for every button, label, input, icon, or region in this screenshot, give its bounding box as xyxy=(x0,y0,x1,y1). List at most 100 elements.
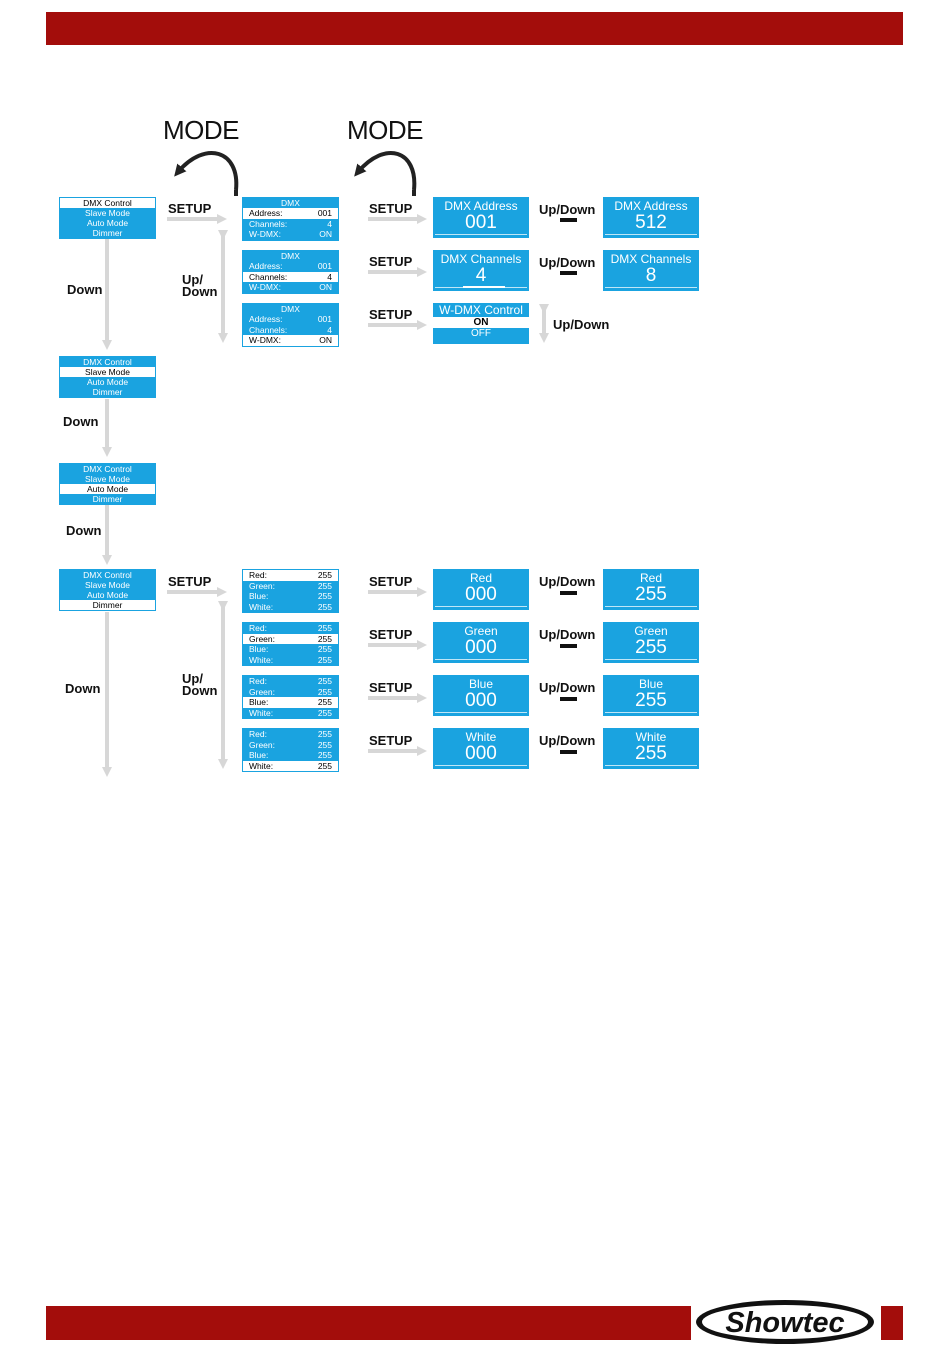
setup-label: SETUP xyxy=(369,627,413,642)
panel-row: Red:255 xyxy=(249,676,332,686)
panel-header: DMX xyxy=(281,198,300,208)
panel-header: DMX xyxy=(281,251,300,261)
menu-item: Dimmer xyxy=(92,387,123,397)
panel-row: Red:255 xyxy=(249,623,332,633)
header-bar xyxy=(46,12,903,45)
panel-row: W-DMX:ON xyxy=(243,335,338,346)
menu-item: Auto Mode xyxy=(86,218,129,228)
up-text: Up/ xyxy=(182,272,203,287)
panel-row: Green:255 xyxy=(249,686,332,697)
setup-label: SETUP xyxy=(369,680,413,695)
panel-row: W-DMX:ON xyxy=(249,282,332,292)
box-title: W-DMX Control xyxy=(439,303,523,317)
panel-row: Address:001 xyxy=(249,261,332,271)
panel-row: Green:255 xyxy=(249,580,332,591)
panel-row: Blue:255 xyxy=(249,591,332,601)
panel-row: White:255 xyxy=(249,654,332,665)
updown-label: Up/Down xyxy=(539,627,596,642)
main-menu-auto-mode: DMX Control Slave Mode Auto Mode Dimmer xyxy=(59,463,156,505)
panel-row: White:255 xyxy=(249,601,332,612)
panel-row: Address:001 xyxy=(249,314,332,324)
wdmx-option-on: ON xyxy=(433,317,529,328)
panel-header: DMX xyxy=(281,304,300,314)
updown-label: Up/Down xyxy=(539,680,596,695)
mode-title-2: MODE xyxy=(347,115,424,145)
main-menu-dimmer: DMX Control Slave Mode Auto Mode Dimmer xyxy=(59,569,156,611)
box-value: 255 xyxy=(635,743,667,764)
panel-row: Address:001 xyxy=(243,208,338,219)
box-title: Green xyxy=(634,624,668,638)
panel-row: Red:255 xyxy=(249,729,332,739)
box-title: Blue xyxy=(468,677,494,691)
panel-row: Green:255 xyxy=(249,739,332,750)
box-value: 000 xyxy=(465,637,497,658)
box-title: White xyxy=(465,730,497,744)
box-value: 000 xyxy=(465,584,497,605)
panel-row: Channels:4 xyxy=(249,218,332,229)
panel-row: White:255 xyxy=(243,760,338,771)
dimmer-panel-red: Red:255 Green:255 Blue:255 White:255 xyxy=(242,569,339,613)
logo-text: Showtec xyxy=(725,1307,844,1339)
panel-row: Green:255 xyxy=(243,633,338,644)
setup-label: SETUP xyxy=(369,733,413,748)
panel-row: Red:255 xyxy=(243,570,338,581)
updown-label: Up/Down xyxy=(539,255,596,270)
dmx-panel-channels: DMX Address:001 Channels:4 W-DMX:ON xyxy=(242,250,339,294)
down-label: Down xyxy=(63,414,99,429)
red-to: Red 255 xyxy=(603,569,699,610)
dmx-address-from: DMX Address 001 xyxy=(433,197,529,238)
updown-label-split: Up/ Down xyxy=(182,671,217,697)
white-from: White 000 xyxy=(433,728,529,769)
menu-item: Auto Mode xyxy=(86,377,129,387)
down-label: Down xyxy=(65,681,101,696)
mode-title-1: MODE xyxy=(163,115,240,145)
green-to: Green 255 xyxy=(603,622,699,663)
dmx-channels-from: DMX Channels 4 xyxy=(433,250,529,291)
menu-item: DMX Control xyxy=(60,198,155,208)
menu-item: Dimmer xyxy=(60,600,155,610)
box-title: DMX Channels xyxy=(440,252,522,266)
red-from: Red 000 xyxy=(433,569,529,610)
box-title: Red xyxy=(639,571,662,585)
box-title: Green xyxy=(464,624,498,638)
down-text: Down xyxy=(182,284,218,299)
dimmer-panel-blue: Red:255 Green:255 Blue:255 White:255 xyxy=(242,675,339,719)
panel-row: Blue:255 xyxy=(243,697,338,708)
menu-item: Slave Mode xyxy=(85,208,130,218)
menu-item: Auto Mode xyxy=(60,484,155,494)
wdmx-option-off: OFF xyxy=(471,328,491,339)
box-title: White xyxy=(635,730,667,744)
box-title: DMX Address xyxy=(444,199,518,213)
box-title: Blue xyxy=(638,677,664,691)
box-title: Red xyxy=(469,571,492,585)
menu-item: Dimmer xyxy=(92,228,123,238)
blue-to: Blue 255 xyxy=(603,675,699,716)
main-menu-dmx-control: DMX Control Slave Mode Auto Mode Dimmer xyxy=(59,197,156,239)
down-label: Down xyxy=(67,282,103,297)
box-value: 000 xyxy=(465,690,497,711)
wdmx-control-box: W-DMX Control ON OFF xyxy=(433,303,529,344)
menu-item: DMX Control xyxy=(83,464,132,474)
box-title: DMX Address xyxy=(614,199,688,213)
setup-label: SETUP xyxy=(168,201,212,216)
menu-item: Slave Mode xyxy=(85,474,130,484)
updown-label-split: Up/ Down xyxy=(182,272,218,299)
menu-item: DMX Control xyxy=(83,570,132,580)
menu-item: Slave Mode xyxy=(60,367,155,377)
panel-row: White:255 xyxy=(249,707,332,718)
footer-bar xyxy=(46,1306,691,1340)
box-value: 8 xyxy=(645,265,657,286)
setup-label: SETUP xyxy=(369,574,413,589)
setup-label: SETUP xyxy=(369,307,413,322)
box-value: 001 xyxy=(465,212,497,233)
up-text: Up/ xyxy=(182,671,203,686)
panel-row: W-DMX:ON xyxy=(249,229,332,239)
menu-item: Auto Mode xyxy=(86,590,129,600)
dimmer-panel-green: Red:255 Green:255 Blue:255 White:255 xyxy=(242,622,339,666)
panel-row: Blue:255 xyxy=(249,644,332,654)
footer-bar-end xyxy=(881,1306,903,1340)
dmx-panel-wdmx: DMX Address:001 Channels:4 W-DMX:ON xyxy=(242,303,339,347)
dmx-channels-to: DMX Channels 8 xyxy=(603,250,699,291)
updown-label: Up/Down xyxy=(539,733,596,748)
